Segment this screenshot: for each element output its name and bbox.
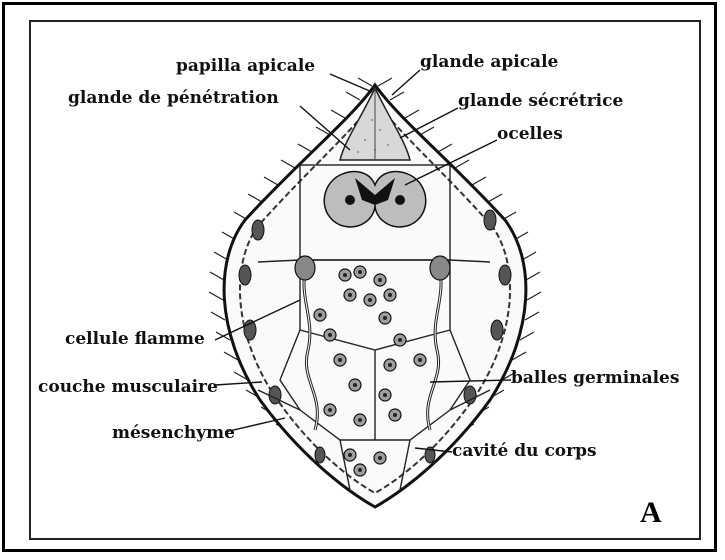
label-papilla-apicale: papilla apicale [176,58,315,75]
label-couche-musculaire: couche musculaire [38,379,218,396]
label-glande-penetration: glande de pénétration [68,90,279,107]
label-cavite-du-corps: cavité du corps [452,443,597,460]
label-mesenchyme: mésenchyme [112,425,235,442]
label-glande-apicale: glande apicale [420,54,558,71]
label-ocelles: ocelles [497,126,563,143]
label-glande-secretrice: glande sécrétrice [458,93,623,110]
panel-letter: A [640,498,662,528]
label-balles-germinales: balles germinales [511,370,679,387]
label-cellule-flamme: cellule flamme [65,331,205,348]
